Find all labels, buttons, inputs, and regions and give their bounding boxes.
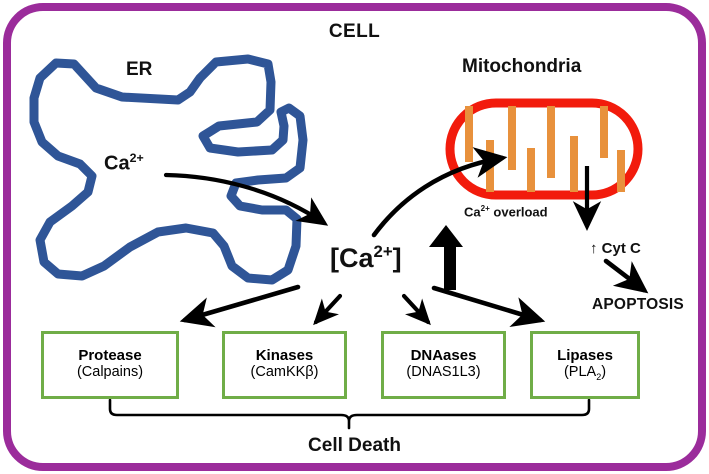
effector-detail: (DNAS1L3) bbox=[406, 364, 480, 383]
effector-detail: (CamKKβ) bbox=[251, 364, 319, 383]
arrow-to-lipases bbox=[431, 285, 546, 327]
effector-box-dnaases: DNAases (DNAS1L3) bbox=[381, 331, 506, 399]
effector-detail-pre: (Calpains) bbox=[76, 364, 144, 381]
calcium-overload-charge: 2+ bbox=[480, 204, 490, 213]
effector-box-protease: Protease (Calpains) bbox=[41, 331, 179, 399]
calcium-overload-label: Ca2+ overload bbox=[464, 204, 548, 220]
mitochondria-membrane bbox=[445, 98, 643, 200]
cytochrome-c-label: ↑ Cyt C bbox=[590, 240, 641, 257]
arrow-to-protease bbox=[179, 284, 301, 328]
effector-detail: (Calpains) bbox=[77, 364, 143, 383]
arrow-to-dnaases bbox=[401, 293, 431, 326]
bracket-open: [ bbox=[330, 243, 339, 273]
ca-increase-arrow bbox=[429, 225, 463, 290]
effector-box-lipases: Lipases (PLA2) bbox=[530, 331, 640, 399]
arrow-cytc-to-apoptosis bbox=[603, 258, 649, 294]
effector-detail-post: ) bbox=[601, 364, 607, 381]
effector-detail-pre: (CamKKβ) bbox=[250, 364, 319, 381]
cytosolic-calcium-charge: 2+ bbox=[373, 242, 393, 261]
cell-death-label: Cell Death bbox=[308, 435, 401, 456]
effector-detail: (PLA2) bbox=[564, 364, 606, 383]
effector-box-kinases: Kinases (CamKKβ) bbox=[222, 331, 347, 399]
arrow-er-to-cytosol bbox=[163, 172, 329, 226]
cell-death-brace bbox=[108, 398, 591, 430]
er-label: ER bbox=[126, 59, 153, 80]
effector-detail-pre: (DNAS1L3) bbox=[406, 364, 481, 381]
effector-detail-pre: (PLA bbox=[563, 364, 597, 381]
cell-title: CELL bbox=[328, 21, 381, 42]
effector-name: DNAases bbox=[410, 347, 477, 365]
arrow-cytosol-to-mito bbox=[371, 147, 508, 238]
effector-detail-sub: 2 bbox=[596, 372, 602, 383]
bracket-close: ] bbox=[392, 243, 402, 273]
arrow-to-kinases bbox=[313, 293, 343, 326]
mitochondria-label: Mitochondria bbox=[462, 56, 582, 77]
er-calcium-label: Ca2+ bbox=[104, 151, 144, 175]
cell-boundary bbox=[3, 3, 706, 471]
effector-name: Lipases bbox=[557, 347, 613, 365]
calcium-overload-base: Ca bbox=[464, 204, 481, 220]
er-outline bbox=[29, 54, 308, 285]
er-calcium-base: Ca bbox=[104, 152, 130, 175]
effector-name: Protease bbox=[78, 347, 142, 365]
cytosolic-calcium-label: [Ca2+] bbox=[330, 243, 402, 272]
apoptosis-label: APOPTOSIS bbox=[592, 296, 684, 313]
cytosolic-calcium-base: Ca bbox=[339, 243, 374, 273]
er-calcium-charge: 2+ bbox=[129, 151, 144, 165]
calcium-overload-suffix: overload bbox=[489, 204, 548, 220]
effector-name: Kinases bbox=[255, 347, 314, 365]
mitochondria-cristae bbox=[465, 106, 625, 192]
